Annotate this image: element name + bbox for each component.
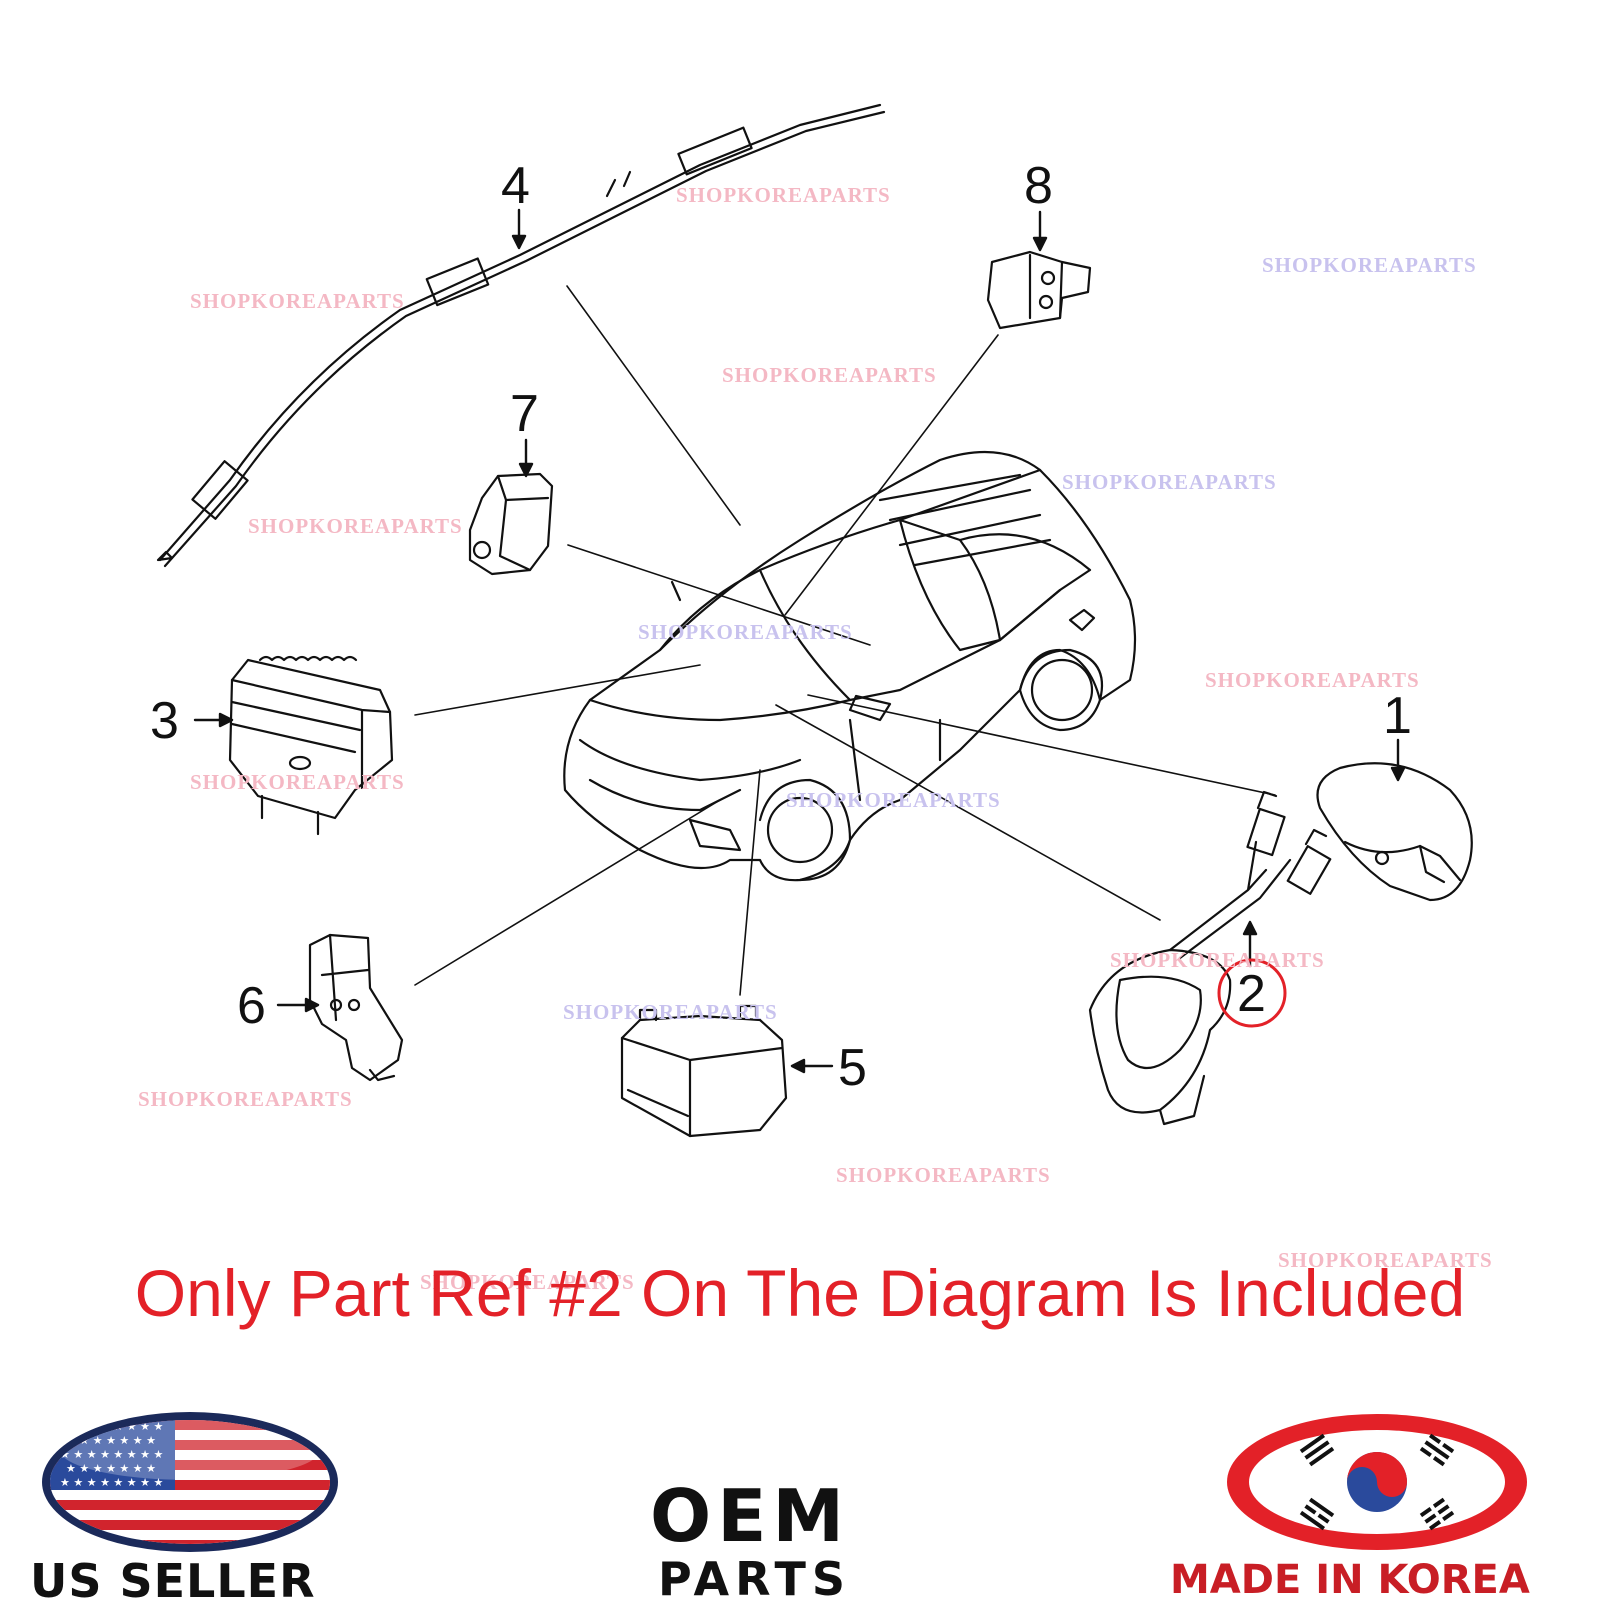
- watermark: SHOPKOREAPARTS: [676, 183, 891, 207]
- watermark: SHOPKOREAPARTS: [190, 289, 405, 313]
- callout-3: 3: [150, 695, 179, 747]
- svg-text:★ ★ ★ ★ ★ ★ ★ ★: ★ ★ ★ ★ ★ ★ ★ ★: [60, 1476, 164, 1489]
- watermark: SHOPKOREAPARTS: [138, 1087, 353, 1111]
- callout-7: 7: [510, 388, 539, 440]
- included-part-notice: Only Part Ref #2 On The Diagram Is Inclu…: [134, 1256, 1466, 1330]
- sensor-part-6: [308, 933, 404, 1082]
- made-in-korea-label: MADE IN KOREA: [1170, 1557, 1530, 1603]
- watermark: SHOPKOREAPARTS: [420, 1270, 635, 1294]
- passenger-airbag-part-3: [228, 655, 394, 836]
- watermark: SHOPKOREAPARTS: [1262, 253, 1477, 277]
- oem-label: OEM: [650, 1474, 851, 1558]
- callout-8: 8: [1024, 160, 1053, 212]
- callout-arrows: [193, 208, 1406, 1074]
- parts-diagram: 4 8 7 3 1 2 6 5 SHOPKOREAPARTS SHOPKOREA…: [138, 103, 1492, 1294]
- curtain-airbag-part-4: [156, 103, 886, 568]
- callout-6: 6: [237, 980, 266, 1032]
- watermark: SHOPKOREAPARTS: [1278, 1248, 1493, 1272]
- sensor-part-7: [468, 472, 554, 576]
- callout-7-label: 7: [510, 385, 539, 443]
- control-module-part-5: [620, 1004, 788, 1138]
- vehicle-outline: [563, 450, 1137, 882]
- watermark: SHOPKOREAPARTS: [248, 514, 463, 538]
- callout-3-label: 3: [150, 692, 179, 750]
- us-flag-oval-icon: ★ ★ ★ ★ ★ ★ ★ ★ ★ ★ ★ ★ ★ ★ ★ ★ ★ ★ ★ ★ …: [42, 1412, 338, 1552]
- clock-spring-part-2: [1088, 790, 1332, 1126]
- watermark: SHOPKOREAPARTS: [1062, 470, 1277, 494]
- oem-parts-badge: OEM PARTS: [640, 1474, 960, 1606]
- us-seller-badge: ★ ★ ★ ★ ★ ★ ★ ★ ★ ★ ★ ★ ★ ★ ★ ★ ★ ★ ★ ★ …: [30, 1410, 350, 1604]
- parts-label: PARTS: [658, 1552, 851, 1606]
- watermark: SHOPKOREAPARTS: [190, 770, 405, 794]
- made-in-korea-badge: MADE IN KOREA: [1170, 1410, 1590, 1600]
- driver-airbag-part-1: [1316, 762, 1473, 902]
- callout-6-label: 6: [237, 977, 266, 1035]
- callout-2: 2: [1237, 968, 1266, 1020]
- parts-diagram-drawing: [156, 103, 1473, 1138]
- watermark: SHOPKOREAPARTS: [563, 1000, 778, 1024]
- sensor-part-8: [986, 250, 1092, 330]
- callout-2-label: 2: [1237, 965, 1266, 1023]
- watermark: SHOPKOREAPARTS: [836, 1163, 1051, 1187]
- callout-1-label: 1: [1383, 687, 1412, 745]
- watermark: SHOPKOREAPARTS: [1110, 948, 1325, 972]
- svg-text:★ ★ ★ ★ ★ ★ ★ ★: ★ ★ ★ ★ ★ ★ ★ ★: [60, 1448, 164, 1461]
- watermark: SHOPKOREAPARTS: [786, 788, 1001, 812]
- callout-1: 1: [1383, 690, 1412, 742]
- callout-5: 5: [838, 1042, 867, 1094]
- leader-lines: [414, 285, 1276, 996]
- us-seller-label: US SELLER: [30, 1554, 316, 1608]
- watermark: SHOPKOREAPARTS: [638, 620, 853, 644]
- callout-4-label: 4: [501, 157, 530, 215]
- watermark: SHOPKOREAPARTS: [722, 363, 937, 387]
- callout-8-label: 8: [1024, 157, 1053, 215]
- highlight-circle: [1217, 958, 1287, 1028]
- watermark: SHOPKOREAPARTS: [1205, 668, 1420, 692]
- callout-5-label: 5: [838, 1039, 867, 1097]
- svg-text:★ ★ ★ ★ ★ ★ ★: ★ ★ ★ ★ ★ ★ ★: [66, 1462, 156, 1475]
- korea-flag-oval-icon: [1227, 1414, 1527, 1550]
- callout-4: 4: [501, 160, 530, 212]
